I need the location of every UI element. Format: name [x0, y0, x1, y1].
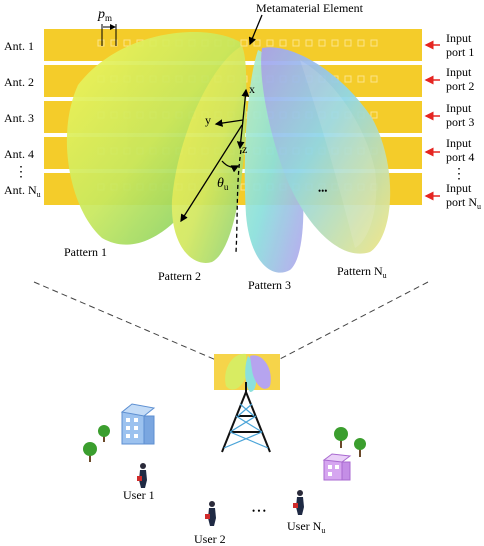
user-n-label: User Nu — [287, 519, 325, 535]
user-2-figure — [205, 501, 216, 526]
z-dashed-extension — [235, 149, 242, 253]
metamaterial-cell — [357, 75, 365, 83]
axis-z-label: z — [242, 142, 247, 156]
pattern-3-label: Pattern 3 — [248, 278, 291, 292]
antenna-ellipsis-left: ⋮ — [14, 165, 28, 180]
pattern-1-label: Pattern 1 — [64, 245, 107, 259]
metamaterial-cell — [370, 39, 378, 47]
input-port-arrows — [424, 40, 440, 201]
pitch-label: pm — [97, 7, 112, 23]
zoom-line-right — [277, 281, 429, 361]
metamaterial-cell — [318, 39, 326, 47]
coordinate-axes — [180, 88, 250, 253]
metamaterial-cell — [370, 75, 378, 83]
building-purple — [322, 453, 352, 481]
tree-2 — [83, 442, 97, 462]
pattern-n-lobe-shade — [300, 60, 377, 248]
port-2-label-line1: Input — [446, 65, 472, 79]
theta-label: θu — [217, 176, 229, 192]
metamaterial-cell — [292, 39, 300, 47]
port-n-label-line2: port Nu — [446, 195, 481, 211]
y-axis — [214, 119, 244, 127]
user-1-figure — [137, 463, 147, 488]
x-axis — [241, 88, 250, 121]
radiation-patterns — [66, 32, 391, 273]
metamaterial-cell — [370, 111, 378, 119]
metamaterial-cell — [123, 39, 131, 47]
metamaterial-cell — [344, 39, 352, 47]
base-station — [214, 353, 280, 453]
metamaterial-element-pointer — [248, 14, 263, 46]
metamaterial-cell — [344, 75, 352, 83]
metamaterial-cell — [266, 39, 274, 47]
building-blue — [120, 403, 156, 445]
port-1-label-line1: Input — [446, 31, 472, 45]
beam-direction-arrow — [180, 124, 243, 223]
tree-4 — [354, 438, 366, 457]
antenna-n-label: Ant. Nu — [4, 183, 41, 199]
user-1-label: User 1 — [123, 488, 155, 502]
antenna-3-label: Ant. 3 — [4, 111, 34, 125]
metamaterial-element-label: Metamaterial Element — [256, 1, 364, 15]
user-2-label: User 2 — [194, 532, 226, 546]
port-4-label-line2: port 4 — [446, 150, 474, 164]
pattern-ellipsis: ••• — [318, 186, 327, 196]
port-ellipsis-right: ⋮ — [452, 167, 466, 182]
metamaterial-cell — [331, 39, 339, 47]
port-n-label-line1: Input — [446, 181, 472, 195]
tower — [221, 382, 271, 453]
pattern-2-lobe — [171, 46, 247, 263]
metamaterial-cell — [240, 39, 248, 47]
port-1-label-line2: port 1 — [446, 45, 474, 59]
antenna-2-label: Ant. 2 — [4, 75, 34, 89]
zoom-line-left — [33, 281, 217, 361]
pattern-2-label: Pattern 2 — [158, 269, 201, 283]
z-axis — [236, 119, 245, 150]
antenna-1-label: Ant. 1 — [4, 39, 34, 53]
bs-mini-lobe-3 — [250, 355, 271, 389]
metamaterial-cell — [357, 39, 365, 47]
pattern-n-lobe — [261, 47, 391, 254]
axis-y-label: y — [205, 113, 211, 127]
port-2-label-line2: port 2 — [446, 79, 474, 93]
zoom-guide-lines — [33, 281, 429, 361]
port-3-label-line2: port 3 — [446, 115, 474, 129]
axis-x-label: x — [249, 82, 255, 96]
port-4-label-line1: Input — [446, 136, 472, 150]
antenna-4-label: Ant. 4 — [4, 147, 34, 161]
bs-mini-lobes — [225, 353, 247, 390]
port-3-label-line1: Input — [446, 101, 472, 115]
tree-1 — [98, 425, 110, 442]
tower-bracing — [223, 403, 269, 449]
pitch-annotation — [101, 24, 117, 46]
tree-3 — [334, 427, 348, 448]
theta-arc — [221, 160, 240, 173]
user-ellipsis: • • • — [252, 506, 266, 516]
user-n-figure — [293, 490, 304, 515]
metamaterial-cell — [279, 39, 287, 47]
metamaterial-cell — [110, 39, 118, 47]
metamaterial-cell — [97, 39, 105, 47]
pattern-n-label: Pattern Nu — [337, 264, 387, 280]
metamaterial-cell — [305, 39, 313, 47]
